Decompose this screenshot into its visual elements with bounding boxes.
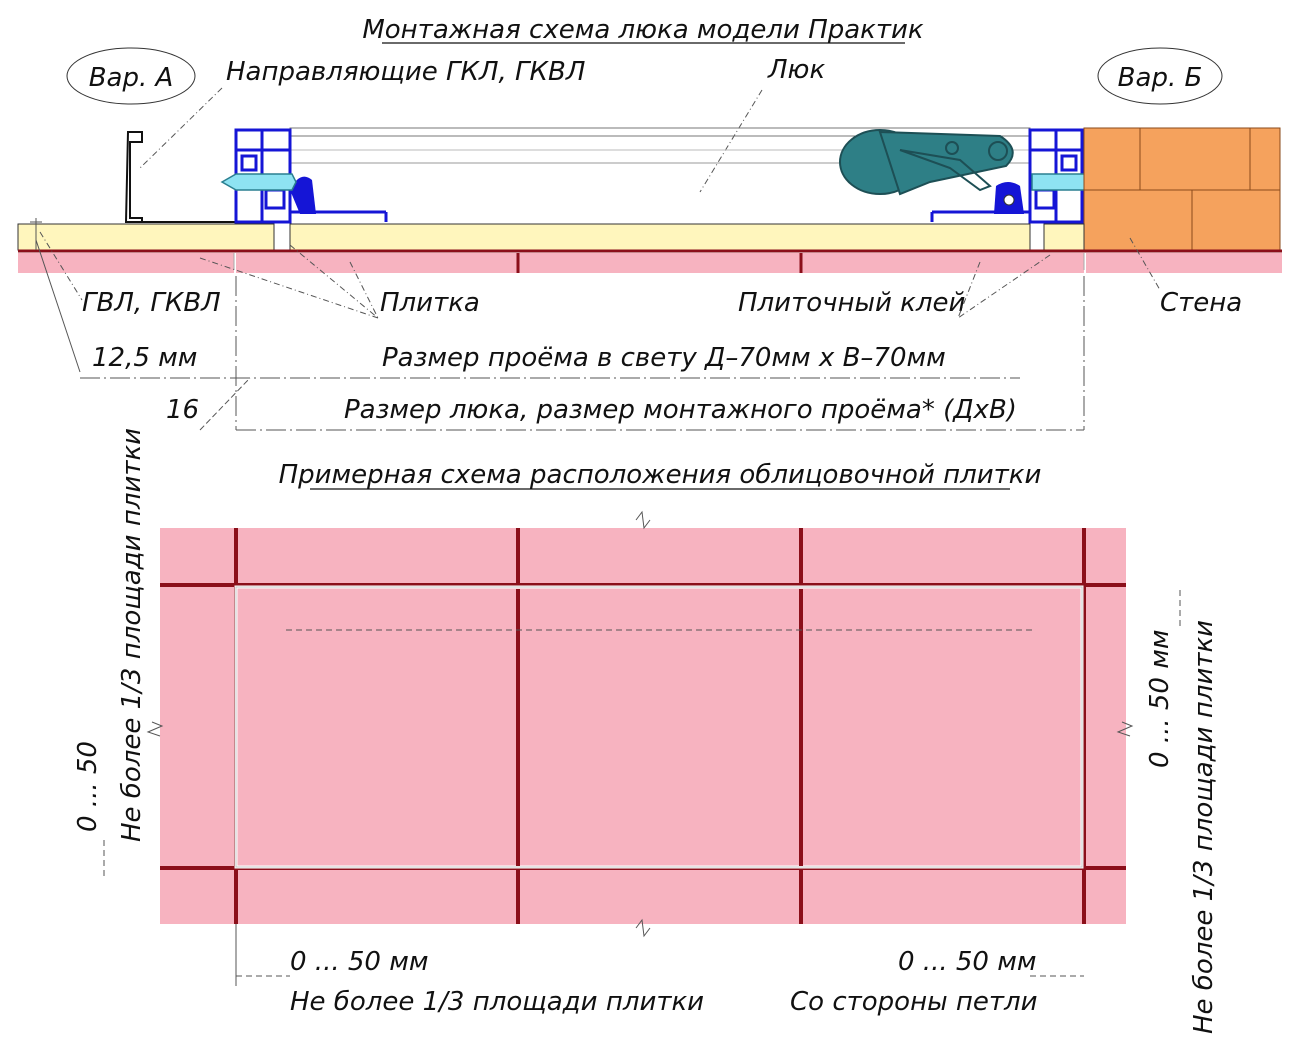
break-mark-right — [1116, 721, 1134, 737]
var-b-label: Вар. Б — [1118, 63, 1203, 93]
thickness-dim-tick — [30, 218, 42, 250]
tile-row — [18, 253, 1282, 273]
left-screw — [220, 173, 297, 191]
left-hinge-bracket — [290, 176, 316, 214]
guides-label: Направляющие ГКЛ, ГКВЛ — [226, 57, 585, 87]
right-range-label: 0 ... 50 мм — [1145, 630, 1175, 768]
var-a-ellipse — [66, 47, 196, 105]
hatch-extension-lines — [235, 276, 1085, 430]
tile-layout-scheme: Примерная схема расположения облицовочно… — [73, 428, 1219, 1034]
break-mark-left — [146, 721, 164, 737]
bottom-left-note-label: Не более 1/3 площади плитки — [290, 987, 704, 1017]
dim-16-leader — [199, 377, 251, 431]
bottom-right-note-label: Со стороны петли — [790, 987, 1038, 1017]
var-b-ellipse — [1097, 47, 1223, 105]
adhesive-leader-1 — [957, 254, 1051, 319]
hatch-leader — [699, 89, 763, 193]
guides-leader — [139, 87, 223, 169]
hatch-size-label: Размер люка, размер монтажного проёма* (… — [344, 395, 1017, 425]
wall-leader — [1129, 237, 1161, 291]
thickness-extension — [35, 239, 81, 373]
gvl-thickness-leader — [39, 231, 83, 301]
cross-section: Монтажная схема люка модели Практик Вар.… — [17, 15, 1282, 431]
adhesive-leader-2 — [957, 261, 981, 319]
left-note-label: Не более 1/3 площади плитки — [117, 428, 147, 842]
hatch-outline-inner — [235, 586, 1083, 868]
hinge-lever — [839, 129, 1014, 196]
tile-leader-1 — [289, 244, 379, 319]
hatch-label: Люк — [767, 55, 825, 85]
dim-16-label: 16 — [166, 395, 199, 425]
left-range-label: 0 ... 50 — [73, 741, 103, 832]
gvl-label: ГВЛ, ГКВЛ — [82, 288, 221, 318]
right-note-label: Не более 1/3 площади плитки — [1189, 620, 1219, 1034]
break-mark-top — [635, 510, 651, 530]
hatch-outline — [234, 585, 1084, 869]
hinge-pin — [1003, 194, 1015, 206]
adhesive-label: Плиточный клей — [738, 288, 965, 318]
gvl-board-right — [1043, 223, 1085, 251]
bottom-right-range-label: 0 ... 50 мм — [898, 947, 1036, 977]
wall-label: Стена — [1160, 288, 1242, 318]
hatch-joints — [516, 589, 803, 866]
layout-title: Примерная схема расположения облицовочно… — [279, 460, 1042, 490]
brick-wall — [1083, 127, 1281, 253]
tile-gap — [233, 253, 1085, 270]
guide-profile — [124, 131, 143, 223]
gvl-board-left — [17, 223, 275, 251]
tile-label: Плитка — [380, 288, 480, 318]
break-mark-bottom — [635, 918, 651, 938]
gvl-leader — [199, 257, 379, 319]
tile-leader-2 — [349, 261, 379, 319]
hatch-board — [289, 223, 1031, 251]
var-a-label: Вар. А — [89, 63, 174, 93]
section-title: Монтажная схема люка модели Практик — [362, 15, 924, 45]
opening-label: Размер проёма в свету Д–70мм х В–70мм — [382, 343, 946, 373]
thickness-label: 12,5 мм — [92, 343, 197, 373]
bottom-left-range-label: 0 ... 50 мм — [290, 947, 428, 977]
